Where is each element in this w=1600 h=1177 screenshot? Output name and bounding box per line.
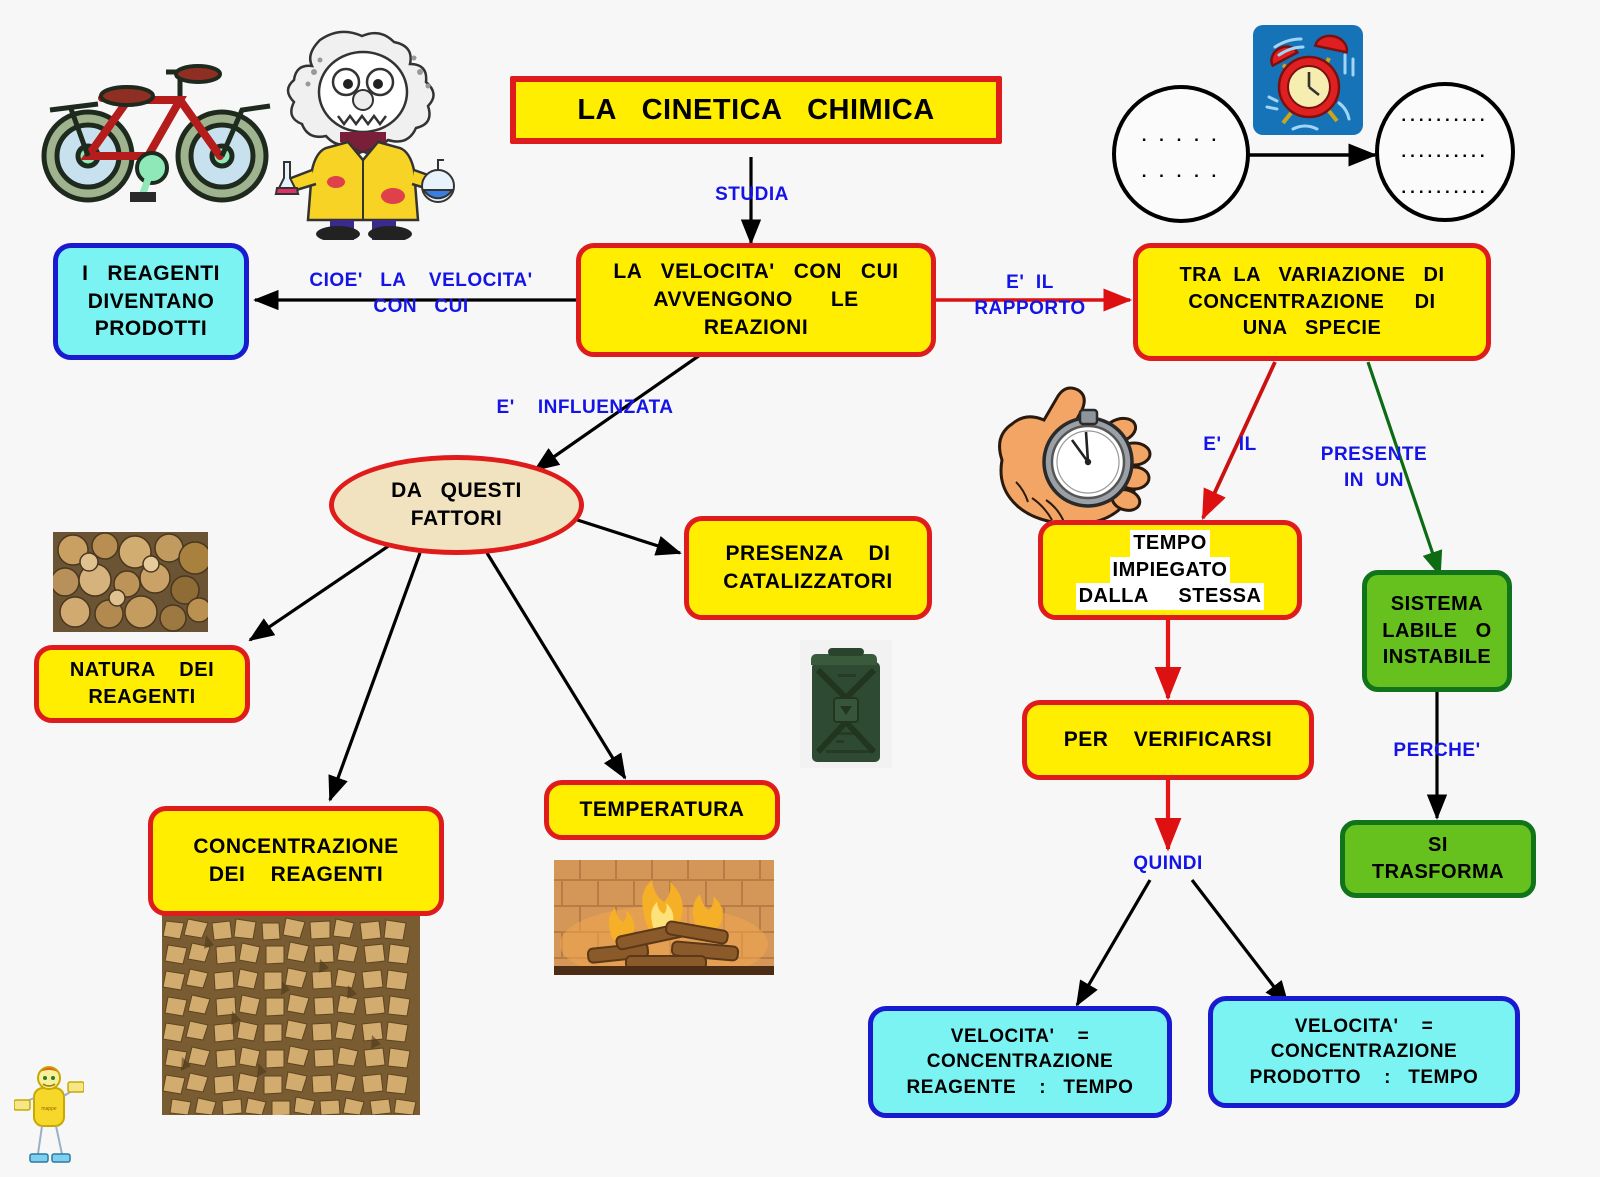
mascot-figure-icon: mappe xyxy=(14,1066,84,1163)
node-line: PER VERIFICARSI xyxy=(1063,728,1273,752)
node-line: TRA LA VARIAZIONE DI xyxy=(1179,264,1445,287)
node-fattori[interactable]: DA QUESTI FATTORI xyxy=(329,455,584,555)
node-line: PRODOTTI xyxy=(94,317,208,341)
circle-right-dots-line2: .......... xyxy=(1401,142,1489,162)
circle-left-dots-line1: . . . . . xyxy=(1141,126,1221,146)
link-quindi-prodotto xyxy=(1190,879,1290,1007)
scientist-icon xyxy=(274,30,455,240)
jerry-can-photo xyxy=(800,640,892,768)
node-line: SISTEMA xyxy=(1390,593,1484,616)
circle-right-dense: .......... .......... .......... xyxy=(1375,82,1515,222)
node-line: IMPIEGATO xyxy=(1109,556,1231,584)
label-e-il: E' IL xyxy=(1203,434,1257,455)
node-reagenti-prodotti[interactable]: I REAGENTI DIVENTANO PRODOTTI xyxy=(53,243,249,360)
node-temperatura[interactable]: TEMPERATURA xyxy=(544,780,780,840)
node-line: DIVENTANO xyxy=(87,289,215,313)
node-velocita-reazioni[interactable]: LA VELOCITA' CON CUI AVVENGONO LE REAZIO… xyxy=(576,243,936,357)
node-line: CONCENTRAZIONE xyxy=(193,835,399,859)
label-studia: STUDIA xyxy=(715,184,789,205)
node-line: UNA SPECIE xyxy=(1242,317,1382,340)
circle-left-dots-line2: . . . . . xyxy=(1141,162,1221,181)
node-concentrazione-reagenti[interactable]: CONCENTRAZIONE DEI REAGENTI xyxy=(148,806,444,916)
label-cioe-la-velocita: CIOE' LA VELOCITA' CON CUI xyxy=(309,270,533,317)
node-title[interactable]: LA CINETICA CHIMICA xyxy=(510,76,1002,144)
label-quindi: QUINDI xyxy=(1133,853,1203,874)
node-sistema-labile[interactable]: SISTEMA LABILE O INSTABILE xyxy=(1362,570,1512,692)
node-line: TEMPO xyxy=(1130,530,1210,557)
node-line: REAZIONI xyxy=(703,315,809,339)
link-fattori-natura xyxy=(248,543,391,642)
node-catalizzatori[interactable]: PRESENZA DI CATALIZZATORI xyxy=(684,516,932,620)
link-influenzata xyxy=(533,353,701,472)
node-line: DA QUESTI xyxy=(391,479,522,503)
node-line: CATALIZZATORI xyxy=(723,570,893,593)
node-line: REAGENTE : TEMPO xyxy=(906,1076,1134,1098)
node-line: DALLA STESSA xyxy=(1075,583,1265,610)
node-line: PRODOTTO : TEMPO xyxy=(1249,1066,1479,1088)
node-per-verificarsi[interactable]: PER VERIFICARSI xyxy=(1022,700,1314,780)
link-fattori-temperatura xyxy=(485,552,627,780)
fireplace-fire-photo xyxy=(554,860,774,975)
node-line: I REAGENTI xyxy=(82,261,220,285)
node-line: REAGENTI xyxy=(88,686,196,708)
label-perche: PERCHE' xyxy=(1393,740,1481,761)
link-fattori-concentrazione xyxy=(328,552,422,802)
node-line: LA VELOCITA' CON CUI xyxy=(613,260,899,284)
link-presente-in-un xyxy=(1366,361,1443,577)
node-line: TEMPERATURA xyxy=(579,798,745,822)
node-line: PRESENZA DI xyxy=(725,542,891,566)
node-si-trasforma[interactable]: SI TRASFORMA xyxy=(1340,820,1536,898)
link-fattori-catalizzatori xyxy=(564,514,682,556)
node-line: CONCENTRAZIONE DI xyxy=(1188,290,1436,313)
link-quindi-reagente xyxy=(1075,879,1152,1007)
node-line: VELOCITA' = xyxy=(950,1026,1090,1048)
alarm-clock-icon xyxy=(1253,25,1363,135)
chopped-wood-photo xyxy=(162,915,420,1115)
log-pile-photo xyxy=(53,532,208,632)
svg-text:mappe: mappe xyxy=(41,1106,57,1112)
node-line: NATURA DEI xyxy=(69,659,215,682)
node-line: TRASFORMA xyxy=(1371,861,1505,883)
node-line: FATTORI xyxy=(410,507,503,530)
circle-left-sparse: . . . . . . . . . . xyxy=(1112,85,1250,223)
label-e-il-rapporto: E' IL RAPPORTO xyxy=(974,272,1086,319)
node-velocita-reagente[interactable]: VELOCITA' = CONCENTRAZIONE REAGENTE : TE… xyxy=(868,1006,1172,1118)
node-variazione-concentrazione[interactable]: TRA LA VARIAZIONE DI CONCENTRAZIONE DI U… xyxy=(1133,243,1491,361)
node-line: LABILE O xyxy=(1382,619,1492,642)
node-line: CONCENTRAZIONE xyxy=(1270,1041,1458,1063)
node-title-text: LA CINETICA CHIMICA xyxy=(577,93,935,126)
node-tempo-impiegato[interactable]: TEMPO IMPIEGATO DALLA STESSA xyxy=(1038,520,1302,620)
label-e-influenzata: E' INFLUENZATA xyxy=(496,397,674,418)
node-line: VELOCITA' = xyxy=(1294,1016,1434,1038)
circle-right-dots-line3: .......... xyxy=(1401,177,1489,197)
node-line: AVVENGONO LE xyxy=(653,288,859,312)
node-line: SI xyxy=(1428,834,1448,857)
node-line: CONCENTRAZIONE xyxy=(926,1051,1114,1073)
bicycle-icon xyxy=(41,64,271,203)
link-e-il-tempo xyxy=(1201,361,1277,521)
stopwatch-hand-icon xyxy=(998,386,1152,526)
node-line: DEI REAGENTI xyxy=(208,863,384,886)
node-line: INSTABILE xyxy=(1382,646,1492,669)
node-velocita-prodotto[interactable]: VELOCITA' = CONCENTRAZIONE PRODOTTO : TE… xyxy=(1208,996,1520,1108)
node-natura-reagenti[interactable]: NATURA DEI REAGENTI xyxy=(34,645,250,723)
label-presente-in-un: PRESENTE IN UN xyxy=(1320,444,1428,491)
circle-right-dots-line1: .......... xyxy=(1401,106,1489,126)
